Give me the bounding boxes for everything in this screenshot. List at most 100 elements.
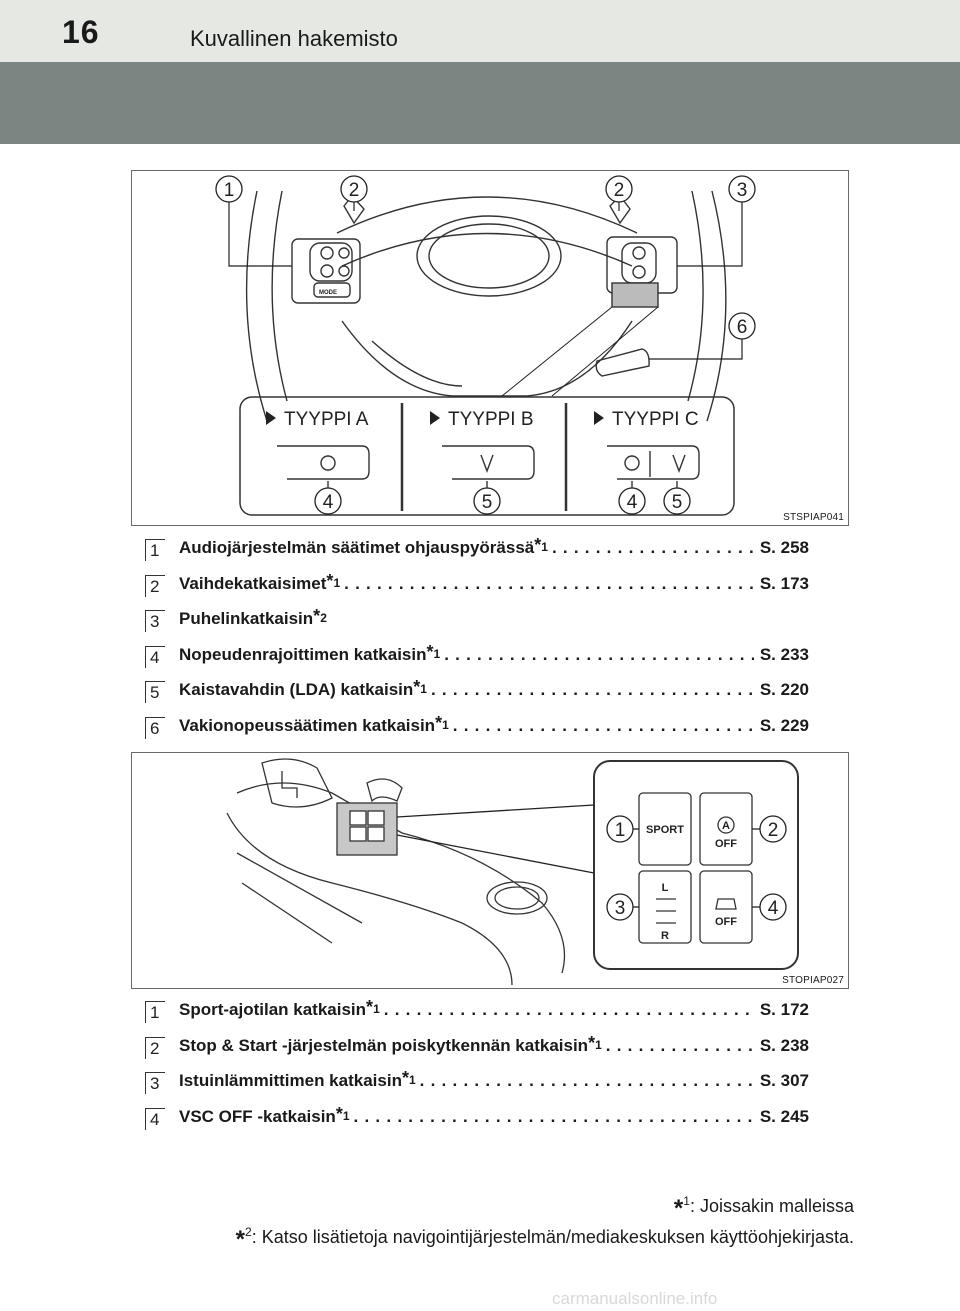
page-number: 16 [62, 14, 100, 50]
item-number: 6 [145, 716, 165, 739]
list-item: 1 Audiojärjestelmän säätimet ohjauspyörä… [145, 536, 825, 572]
svg-text:4: 4 [768, 898, 779, 919]
callout-2-right: 2 [605, 175, 633, 203]
figure-code: STOPIAP027 [782, 975, 844, 986]
leader-dots [453, 716, 754, 736]
seat-heater-r-label: R [661, 930, 669, 942]
svg-text:5: 5 [482, 492, 493, 513]
callout-6: 6 [728, 312, 756, 340]
footnote-mark: 1 [442, 717, 449, 732]
callout-4-type-c: 4 [618, 487, 646, 515]
callout-2: 2 [759, 815, 787, 843]
leader-dots [354, 1107, 754, 1127]
item-label: Sport-ajotilan katkaisin [179, 1000, 367, 1019]
svg-text:3: 3 [737, 180, 748, 201]
list-item: 5 Kaistavahdin (LDA) katkaisin*1S. 220 [145, 678, 825, 714]
section-title: Kuvallinen hakemisto [190, 26, 398, 51]
console-switches-list: 1 Sport-ajotilan katkaisin*1S. 172 2 Sto… [145, 998, 825, 1140]
leader-dots [420, 1071, 754, 1091]
mode-button-text: MODE [319, 290, 337, 296]
page-reference: S. 233 [759, 644, 809, 664]
footnote-mark: 1 [333, 575, 341, 590]
center-console-figure: SPORT A OFF L R OFF 1 2 3 4 STOPIAP027 [131, 752, 849, 989]
watermark: carmanualsonline.info [552, 1289, 718, 1308]
callout-1: 1 [215, 175, 243, 203]
steering-wheel-illustration: TYYPPI A TYYPPI B TYYPPI C MODE 1 2 2 3 … [215, 175, 756, 516]
title-bar [0, 62, 960, 144]
item-label: Audiojärjestelmän säätimet ohjauspyöräss… [179, 538, 535, 557]
item-number: 3 [145, 1072, 165, 1095]
page-reference: S. 238 [759, 1035, 809, 1055]
callout-2-left: 2 [340, 175, 368, 203]
leader-dots [606, 1036, 754, 1056]
list-item: 2 Stop & Start -järjestelmän poiskytkenn… [145, 1034, 825, 1070]
page-reference: S. 245 [759, 1106, 809, 1126]
list-item: 4 VSC OFF -katkaisin*1S. 245 [145, 1105, 825, 1141]
list-item: 2 Vaihdekatkaisimet*1S. 173 [145, 572, 825, 608]
svg-text:5: 5 [672, 492, 683, 513]
item-number: 2 [145, 574, 165, 597]
footnote-1: *1: Joissakin malleissa [673, 1194, 854, 1222]
svg-text:4: 4 [323, 492, 334, 513]
footnote-2: *2: Katso lisätietoja navigointijärjeste… [235, 1225, 854, 1253]
footnote-mark: 1 [541, 540, 548, 554]
callout-3: 3 [728, 175, 756, 203]
steering-controls-list: 1 Audiojärjestelmän säätimet ohjauspyörä… [145, 536, 825, 750]
item-number: 1 [145, 1001, 165, 1023]
list-item: 6 Vakionopeussäätimen katkaisin*1S. 229 [145, 714, 825, 750]
svg-text:4: 4 [627, 492, 638, 513]
item-label: Vaihdekatkaisimet [179, 573, 327, 593]
list-item: 3 Puhelinkatkaisin*2 [145, 607, 825, 643]
item-label: Stop & Start -järjestelmän poiskytkennän… [179, 1035, 589, 1055]
page-reference: S. 220 [759, 680, 809, 700]
type-a-label: TYYPPI A [284, 409, 369, 430]
item-label: Vakionopeussäätimen katkaisin [179, 715, 436, 735]
stop-start-a-label: A [722, 820, 730, 832]
item-label: Kaistavahdin (LDA) katkaisin [179, 680, 414, 700]
svg-text:3: 3 [615, 898, 626, 919]
type-c-label: TYYPPI C [612, 409, 699, 430]
page-reference: S. 173 [759, 573, 809, 593]
svg-text:6: 6 [737, 317, 748, 338]
list-item: 4 Nopeudenrajoittimen katkaisin*1S. 233 [145, 643, 825, 679]
svg-text:1: 1 [615, 820, 626, 841]
callout-4: 4 [759, 893, 787, 921]
footnote-mark: 1 [595, 1037, 602, 1052]
list-item: 1 Sport-ajotilan katkaisin*1S. 172 [145, 998, 825, 1034]
footnotes: *1: Joissakin malleissa *2: Katso lisäti… [235, 1188, 854, 1253]
svg-text:1: 1 [224, 180, 235, 201]
stop-start-off-label: OFF [715, 838, 737, 850]
page-reference: S. 172 [759, 1000, 809, 1019]
callout-4-type-a: 4 [314, 487, 342, 515]
center-console-illustration: SPORT A OFF L R OFF 1 2 3 4 [226, 758, 799, 986]
item-label: Puhelinkatkaisin [179, 609, 314, 629]
list-item: 3 Istuinlämmittimen katkaisin*1S. 307 [145, 1069, 825, 1105]
callout-5-type-b: 5 [473, 487, 501, 515]
item-number: 4 [145, 1107, 165, 1130]
leader-dots [431, 680, 754, 700]
figure-code: STSPIAP041 [783, 512, 844, 523]
page-reference: S. 229 [759, 715, 809, 735]
item-label: VSC OFF -katkaisin [179, 1106, 336, 1126]
footnote-mark: 1 [420, 682, 427, 697]
callout-5-type-c: 5 [663, 487, 691, 515]
steering-wheel-figure: TYYPPI A TYYPPI B TYYPPI C MODE 1 2 2 3 … [131, 170, 849, 526]
footnote-mark: 1 [433, 646, 441, 661]
callout-1: 1 [606, 815, 634, 843]
callout-3: 3 [606, 893, 634, 921]
svg-text:2: 2 [768, 820, 779, 841]
page-reference: S. 307 [759, 1071, 809, 1091]
item-number: 5 [145, 681, 165, 704]
footnote-mark: 1 [373, 1002, 380, 1016]
item-number: 2 [145, 1036, 165, 1059]
svg-text:2: 2 [614, 180, 625, 201]
footnote-mark: 2 [320, 611, 327, 626]
header-band [0, 0, 960, 62]
svg-text:2: 2 [349, 180, 360, 201]
item-label: Nopeudenrajoittimen katkaisin [179, 644, 427, 664]
item-number: 3 [145, 610, 165, 633]
item-label: Istuinlämmittimen katkaisin [179, 1071, 402, 1091]
footnote-mark: 1 [342, 1108, 350, 1123]
sport-button-label: SPORT [646, 824, 684, 836]
type-b-label: TYYPPI B [448, 409, 534, 430]
